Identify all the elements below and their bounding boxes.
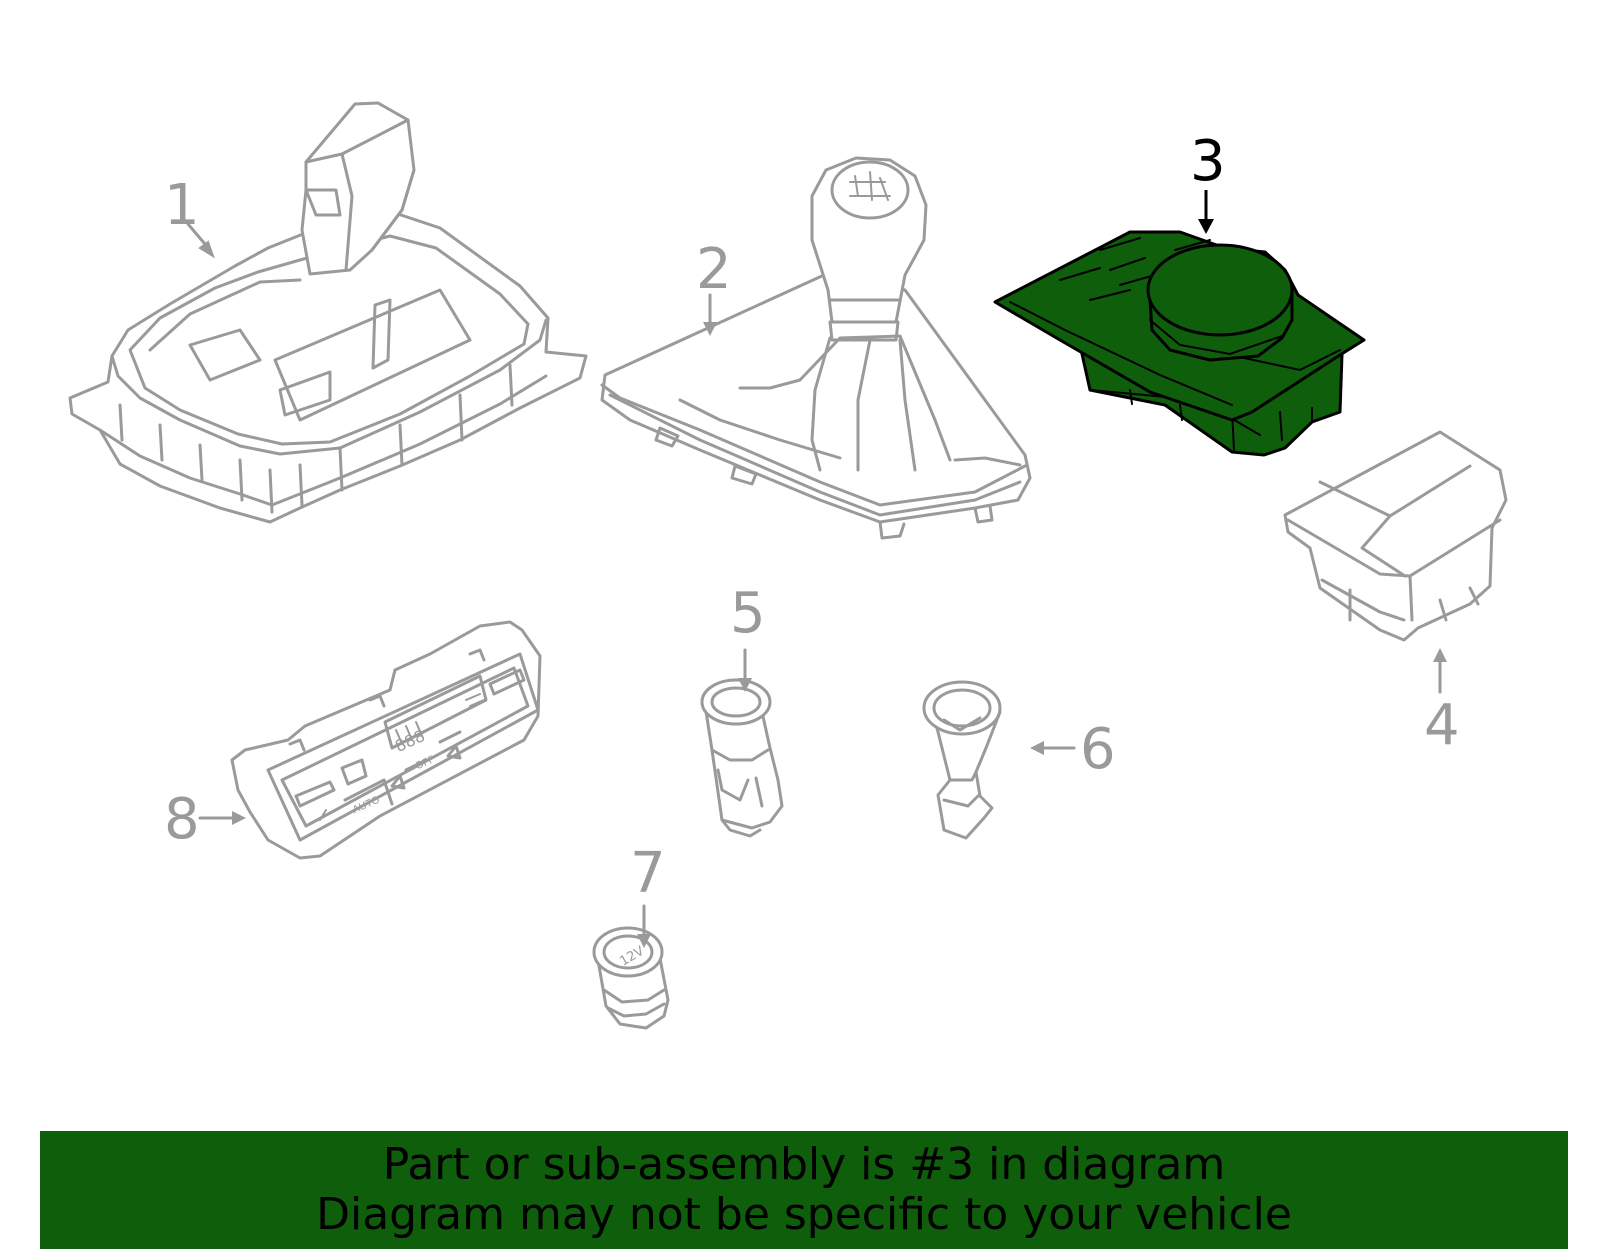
part-3-highlighted-controller[interactable] <box>993 230 1366 457</box>
callout-3: 3 <box>1190 129 1226 194</box>
callout-8: 8 <box>164 787 200 852</box>
leader-arrows <box>186 190 1447 948</box>
callout-4: 4 <box>1424 693 1460 758</box>
callout-7: 7 <box>630 841 666 906</box>
callout-6: 6 <box>1080 717 1116 782</box>
callout-1: 1 <box>164 173 200 238</box>
callout-numbers: 1 2 3 4 5 6 7 8 <box>164 129 1460 906</box>
part-1-gear-selector-trim[interactable] <box>68 101 588 524</box>
banner-line-2: Diagram may not be specific to your vehi… <box>316 1189 1292 1240</box>
info-banner: Part or sub-assembly is #3 in diagram Di… <box>40 1131 1568 1249</box>
callout-5: 5 <box>730 581 766 646</box>
part-4-switch-module[interactable] <box>1283 430 1508 642</box>
part-7-12v-outlet[interactable]: 12V <box>592 926 670 1030</box>
part-2-shift-knob-boot[interactable] <box>600 156 1032 540</box>
part-5-socket-housing[interactable] <box>700 678 784 838</box>
banner-line-1: Part or sub-assembly is #3 in diagram <box>382 1139 1226 1190</box>
callout-2: 2 <box>696 237 732 302</box>
part-6-socket-bracket[interactable] <box>922 680 1002 840</box>
part-8-climate-panel[interactable]: AUTO OFF 888 <box>230 620 542 860</box>
